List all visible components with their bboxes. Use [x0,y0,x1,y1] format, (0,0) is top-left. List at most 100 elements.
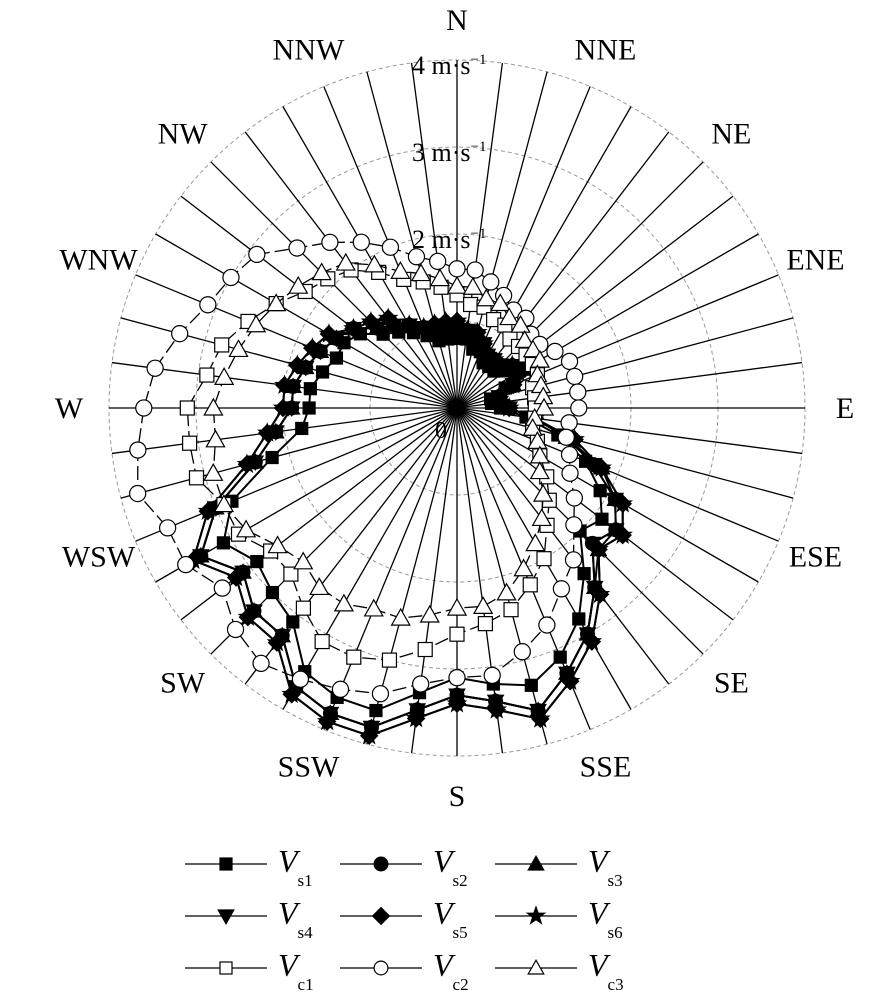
triangle-down-marker-icon [185,909,267,926]
data-point [564,551,583,569]
data-point [281,683,302,704]
data-point [538,616,556,634]
legend-label: Vc3 [588,947,624,994]
data-point [446,597,468,616]
data-point [216,536,231,550]
legend-label: Vs5 [433,895,468,942]
data-point [274,374,295,395]
spoke [180,195,458,409]
data-point [265,450,279,465]
data-point [373,856,389,872]
data-point [446,692,468,713]
legend-row: Vs4 Vs5 Vs6 [180,890,680,942]
data-point [496,582,517,601]
triangle-up-marker-icon [495,854,577,871]
legend-label: Vs4 [278,895,313,942]
direction-label-wsw: WSW [62,540,136,573]
data-point [288,275,309,294]
legend-item-s6: Vs6 [490,895,645,942]
data-point [553,650,567,664]
spoke [135,274,458,409]
direction-label-ene: ENE [786,244,844,277]
data-point [331,680,350,698]
data-point [333,593,355,612]
spoke [120,407,458,499]
data-point [446,310,468,330]
data-point [318,323,340,343]
data-point [283,566,299,582]
spoke [410,62,458,409]
data-point [381,652,398,668]
data-point [358,724,380,745]
data-point [514,330,535,348]
spoke [456,407,670,685]
legend-item-s5: Vs5 [335,895,490,942]
data-point [321,233,339,251]
series-c2 [129,233,588,703]
data-point [203,397,224,416]
data-point [311,262,332,281]
data-point [503,602,519,618]
data-point [373,960,389,976]
data-point [472,596,494,614]
data-point [522,417,543,436]
data-point [219,961,233,975]
data-point [482,273,500,291]
data-point [250,554,264,569]
data-point [364,254,385,273]
legend-item-c2: Vc2 [335,947,490,994]
data-point [565,367,584,386]
data-point [225,566,247,587]
data-point [248,245,266,264]
data-point [595,512,609,526]
direction-label-s: S [449,780,466,813]
data-point [177,555,195,574]
data-point [527,854,545,871]
data-point [527,958,545,975]
data-point [462,276,484,295]
data-point [236,453,258,474]
data-point [522,577,538,593]
spoke [323,407,458,730]
data-point [410,263,432,282]
data-point [561,464,579,482]
spoke [456,407,794,499]
direction-label-ese: ESE [789,540,842,573]
data-point [182,435,198,451]
data-point [591,457,612,477]
data-point [228,339,249,358]
data-point [235,519,257,538]
data-point [525,533,546,552]
direction-label-ne: NE [711,118,751,151]
data-point [513,643,531,661]
data-point [435,310,456,331]
data-point [245,314,267,333]
data-point [217,909,235,926]
data-point [213,494,235,513]
legend-label: Vs6 [588,895,623,942]
spoke [111,407,458,455]
data-point [513,558,534,577]
data-point [456,319,478,340]
data-point [476,288,497,307]
data-point [197,500,219,520]
data-point [530,708,551,728]
data-point [560,352,579,371]
data-point [199,367,215,383]
data-point [352,233,370,251]
data-point [557,428,575,446]
data-point [405,707,427,728]
data-point [552,580,571,598]
direction-label-nnw: NNW [273,34,345,67]
data-point [335,252,356,271]
data-point [371,906,391,926]
data-point [536,551,552,567]
data-point [390,607,411,626]
data-point [371,685,390,703]
legend-item-c3: Vc3 [490,947,645,994]
data-point [527,430,548,449]
data-point [524,678,538,692]
data-point [560,445,579,464]
data-point [486,699,508,719]
